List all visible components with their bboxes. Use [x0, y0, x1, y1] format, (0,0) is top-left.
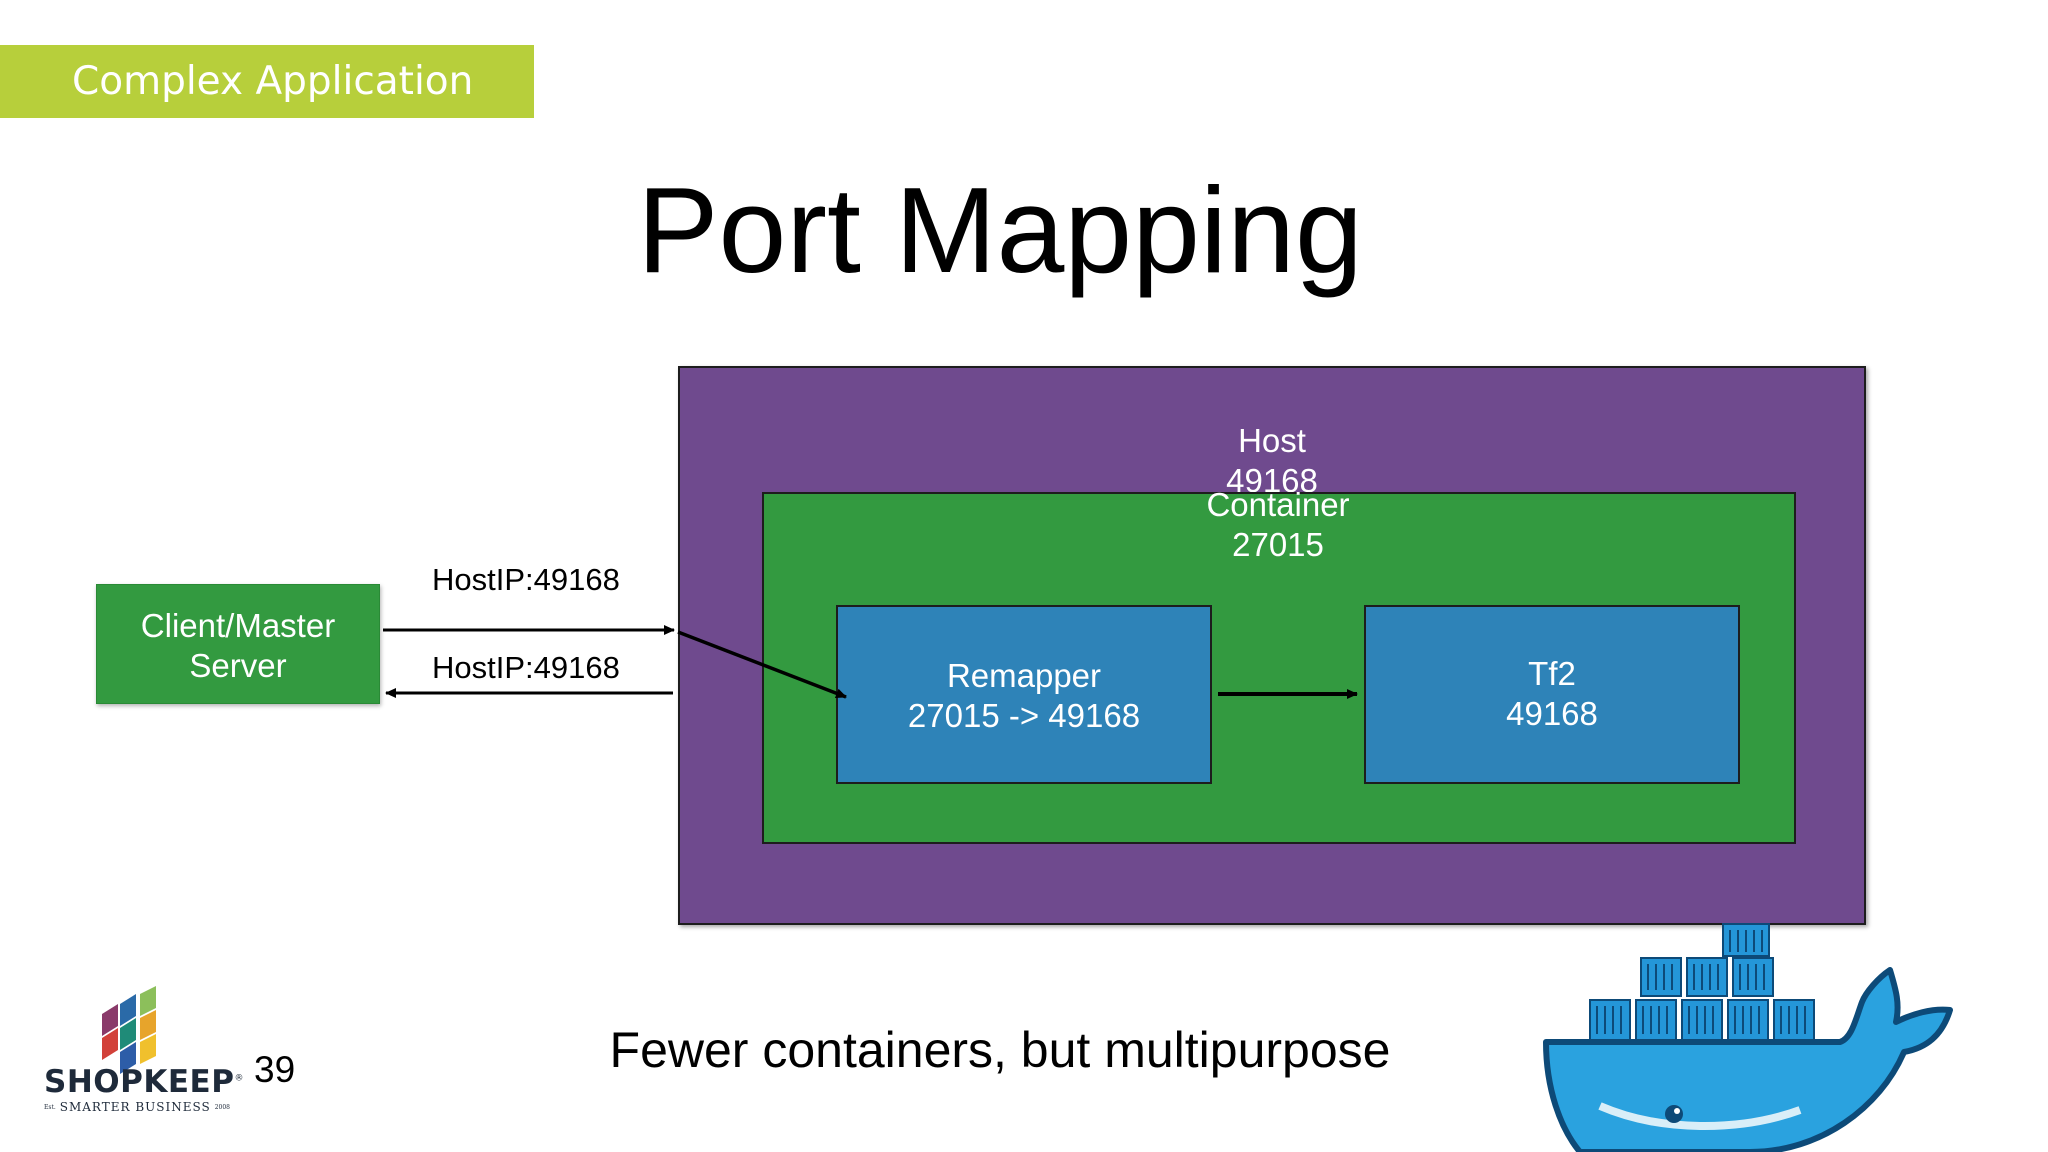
brand-est-year: 2008	[214, 1103, 230, 1111]
slide-title-text: Port Mapping	[637, 162, 1363, 298]
tf2-name: Tf2	[1528, 655, 1576, 692]
brand-est-label: Est.	[44, 1103, 56, 1111]
container-name: Container	[1206, 486, 1350, 523]
docker-whale-icon	[1543, 923, 1953, 1152]
shopkeep-logo-icon	[102, 986, 156, 1074]
tf2-label: Tf2 49168	[1402, 654, 1702, 734]
container-port: 27015	[1232, 526, 1324, 563]
client-line-2: Server	[189, 647, 287, 684]
client-line-1: Client/Master	[140, 607, 336, 644]
container-label: Container 27015	[1178, 485, 1378, 565]
brand-name: SHOPKEEP®	[44, 1064, 244, 1100]
brand-tagline-text: SMARTER BUSINESS	[59, 1100, 211, 1114]
tf2-box	[1364, 605, 1740, 784]
slide-caption-text: Fewer containers, but multipurpose	[609, 1022, 1391, 1078]
tf2-port: 49168	[1506, 695, 1598, 732]
page-number: 39	[254, 1049, 296, 1090]
slide-caption: Fewer containers, but multipurpose	[0, 1020, 2048, 1080]
outbound-edge-label: HostIP:49168	[432, 562, 620, 597]
remapper-box	[836, 605, 1212, 784]
section-banner: Complex Application	[0, 45, 534, 118]
client-master-server-box	[96, 584, 380, 704]
slide-title: Port Mapping	[0, 160, 2048, 300]
client-label: Client/Master Server	[88, 606, 388, 686]
brand-tagline: Est. SMARTER BUSINESS 2008	[44, 1100, 230, 1114]
inbound-edge-label: HostIP:49168	[432, 650, 620, 685]
host-name: Host	[1238, 422, 1306, 459]
remapper-label: Remapper 27015 -> 49168	[874, 656, 1174, 736]
remapper-name: Remapper	[946, 657, 1102, 694]
registered-mark: ®	[234, 1073, 244, 1084]
brand-name-text: SHOPKEEP	[44, 1064, 235, 1100]
remapper-mapping: 27015 -> 49168	[907, 697, 1141, 734]
